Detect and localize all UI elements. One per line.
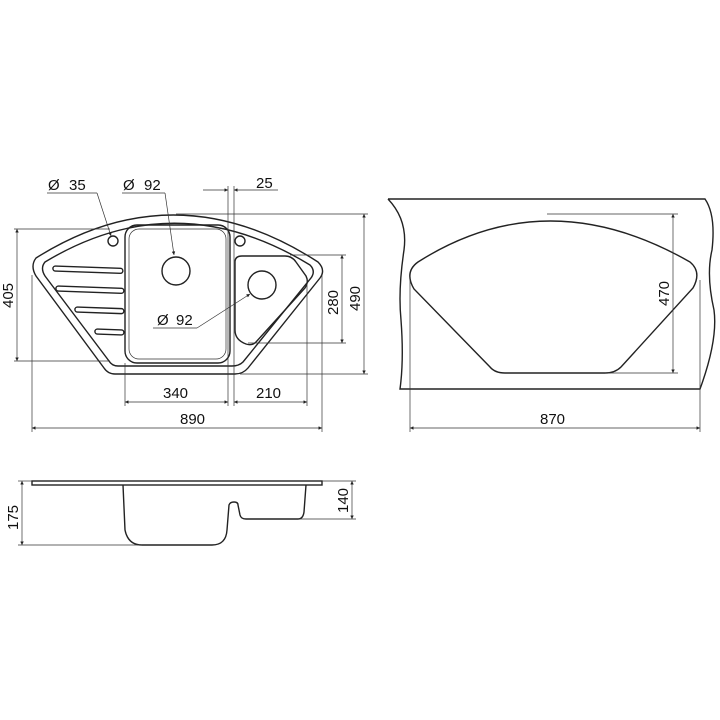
cutout-dimension-lines bbox=[409, 213, 701, 432]
drainboard-grooves bbox=[52, 265, 125, 336]
side-view: 175 140 bbox=[5, 480, 356, 546]
second-bowl-width-label: 210 bbox=[256, 385, 281, 402]
second-drain-diameter-symbol: Ø bbox=[157, 312, 169, 329]
total-width-label: 890 bbox=[180, 411, 205, 428]
plan-view: Ø 35 Ø 92 Ø 92 25 340 210 890 405 490 28… bbox=[0, 175, 368, 432]
cutout-width-label: 870 bbox=[540, 411, 565, 428]
dimension-lines bbox=[15, 188, 366, 430]
hole-diameter-label: 35 bbox=[69, 177, 86, 194]
tap-hole-right bbox=[234, 235, 246, 247]
hole-diameter-symbol: Ø bbox=[48, 177, 60, 194]
second-bowl-length-label: 280 bbox=[325, 290, 342, 315]
main-bowl bbox=[124, 224, 231, 364]
second-bowl bbox=[234, 255, 308, 346]
second-drain-diameter-label: 92 bbox=[176, 312, 193, 329]
extension-lines bbox=[14, 186, 368, 432]
second-depth-label: 140 bbox=[335, 488, 352, 513]
offset-dimension-label: 25 bbox=[256, 175, 273, 192]
sink-outer-outline bbox=[32, 214, 324, 375]
main-drain-diameter-symbol: Ø bbox=[123, 177, 135, 194]
height-left-label: 405 bbox=[0, 283, 17, 308]
main-depth-label: 175 bbox=[5, 505, 22, 530]
sink-rim bbox=[31, 480, 323, 486]
sink-inner-outline bbox=[41, 222, 314, 367]
bowl-profile bbox=[122, 484, 307, 546]
second-drain bbox=[247, 270, 277, 300]
tap-hole-left bbox=[107, 235, 119, 247]
cutout-depth-label: 470 bbox=[656, 281, 673, 306]
side-dimension-lines bbox=[18, 480, 356, 546]
cutout-view: 470 870 bbox=[387, 198, 716, 432]
main-bowl-width-label: 340 bbox=[163, 385, 188, 402]
height-total-label: 490 bbox=[347, 286, 364, 311]
cutout-outline bbox=[409, 220, 698, 374]
main-bowl-inner bbox=[128, 228, 227, 360]
main-drain-diameter-label: 92 bbox=[144, 177, 161, 194]
main-drain bbox=[161, 256, 191, 286]
